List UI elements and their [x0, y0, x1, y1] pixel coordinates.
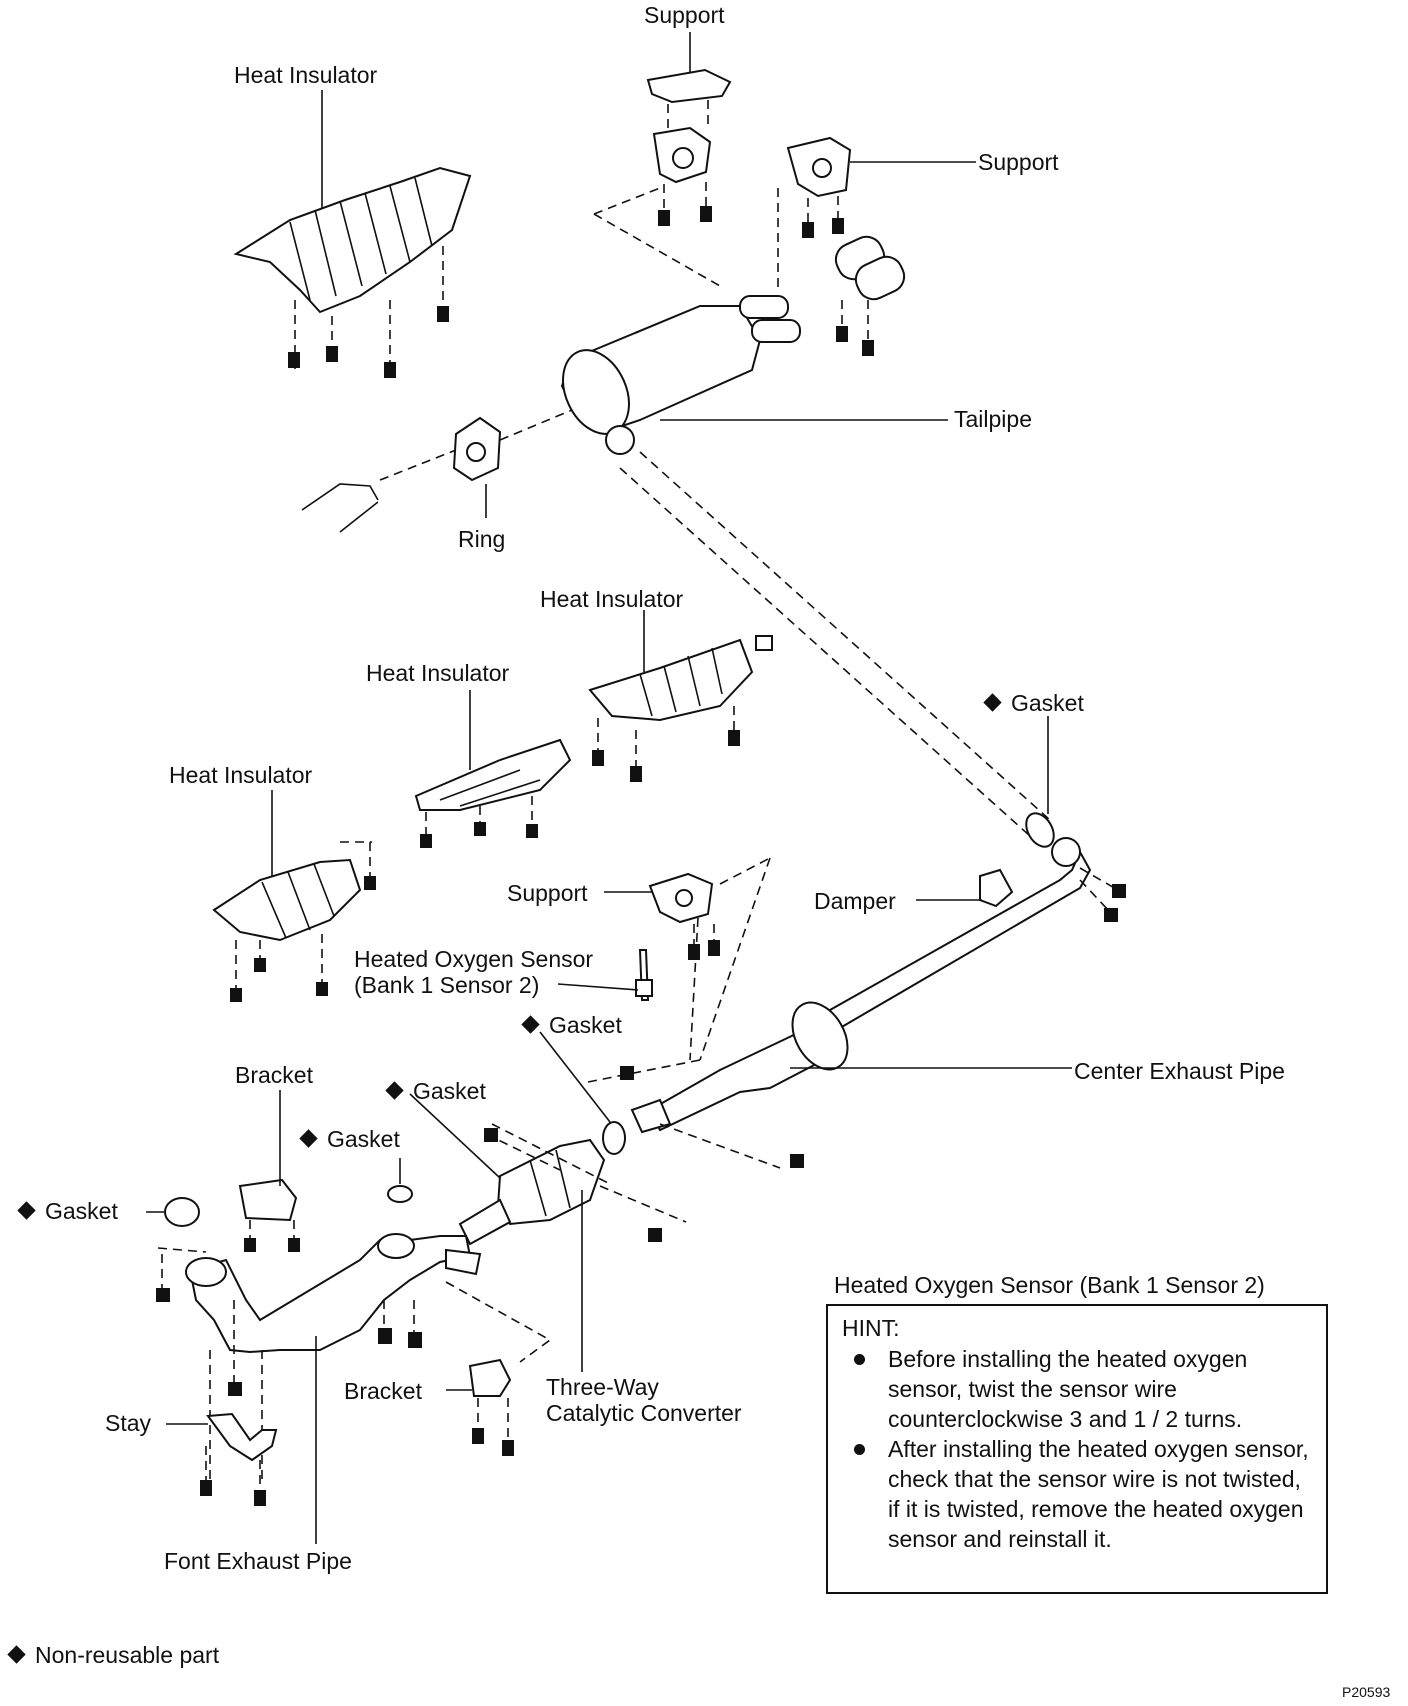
hand-sketch	[301, 483, 379, 533]
label-heated-oxygen-sensor: Heated Oxygen Sensor (Bank 1 Sensor 2)	[354, 946, 594, 998]
tailpipe-muffler-part	[560, 295, 801, 455]
center-exhaust-pipe-part	[630, 837, 1092, 1134]
label-heat-insulator-mid-upper: Heat Insulator	[540, 586, 684, 612]
front-exhaust-pipe-part	[185, 1233, 482, 1354]
heat-insulator-mid-part	[414, 738, 572, 811]
label-heat-insulator-mid: Heat Insulator	[366, 660, 510, 686]
label-damper: Damper	[814, 888, 896, 914]
non-reusable-diamond-icon	[7, 1645, 26, 1664]
label-three-way-catalytic-converter: Three-Way Catalytic Converter	[546, 1374, 742, 1426]
heat-insulator-left-part	[212, 858, 362, 942]
non-reusable-diamond-icon	[983, 693, 1002, 712]
label-heat-insulator-top: Heat Insulator	[234, 62, 378, 88]
heat-insulator-mid-upper-part	[588, 635, 773, 722]
legend-non-reusable: Non-reusable part	[7, 1642, 219, 1668]
non-reusable-diamond-icon	[17, 1201, 36, 1220]
bolts-top-insulator	[288, 306, 449, 378]
non-reusable-diamond-icon	[299, 1129, 318, 1148]
heat-insulator-top-part	[233, 166, 472, 314]
hint-item: After installing the heated oxygen senso…	[842, 1434, 1312, 1554]
tail-tips-part	[834, 235, 906, 301]
bullet-icon	[854, 1444, 865, 1455]
damper-part	[979, 868, 1014, 908]
label-gasket-tailpipe: Gasket	[983, 690, 1084, 716]
label-front-exhaust-pipe: Font Exhaust Pipe	[164, 1548, 352, 1574]
non-reusable-diamond-icon	[385, 1081, 404, 1100]
hint-item: Before installing the heated oxygen sens…	[842, 1344, 1312, 1434]
hint-box: HINT: Before installing the heated oxyge…	[826, 1304, 1328, 1594]
label-center-exhaust-pipe: Center Exhaust Pipe	[1074, 1058, 1285, 1084]
label-ring: Ring	[458, 526, 506, 552]
ring-part	[452, 416, 502, 482]
bracket-bottom-part	[468, 1358, 512, 1397]
heated-oxygen-sensor-part	[635, 949, 653, 1001]
hint-box-title: Heated Oxygen Sensor (Bank 1 Sensor 2)	[834, 1272, 1265, 1298]
label-gasket-converter: Gasket	[385, 1078, 486, 1104]
label-heat-insulator-left: Heat Insulator	[169, 762, 313, 788]
non-reusable-diamond-icon	[521, 1015, 540, 1034]
support-mid-part	[648, 872, 714, 924]
hint-heading: HINT:	[842, 1315, 900, 1341]
label-gasket-mid: Gasket	[299, 1126, 400, 1152]
bullet-icon	[854, 1354, 865, 1365]
gasket-mid-part	[387, 1185, 413, 1203]
label-bracket-bottom: Bracket	[344, 1378, 422, 1404]
label-tailpipe: Tailpipe	[954, 406, 1032, 432]
gasket-left-part	[164, 1197, 200, 1227]
label-bracket-top: Bracket	[235, 1062, 313, 1088]
bracket-top-part	[238, 1178, 298, 1222]
support-right-part	[786, 136, 852, 198]
label-support-top: Support	[644, 2, 725, 28]
label-stay: Stay	[105, 1410, 152, 1436]
figure-id: P20593	[1342, 1684, 1391, 1700]
support-top-part	[646, 68, 732, 184]
label-gasket-left: Gasket	[17, 1198, 118, 1224]
label-gasket-sensor: Gasket	[521, 1012, 622, 1038]
label-support-mid: Support	[507, 880, 588, 906]
gasket-tailpipe-part	[1025, 812, 1055, 848]
stay-part	[206, 1412, 278, 1462]
gasket-sensor-part	[602, 1121, 626, 1155]
label-support-right: Support	[978, 149, 1059, 175]
